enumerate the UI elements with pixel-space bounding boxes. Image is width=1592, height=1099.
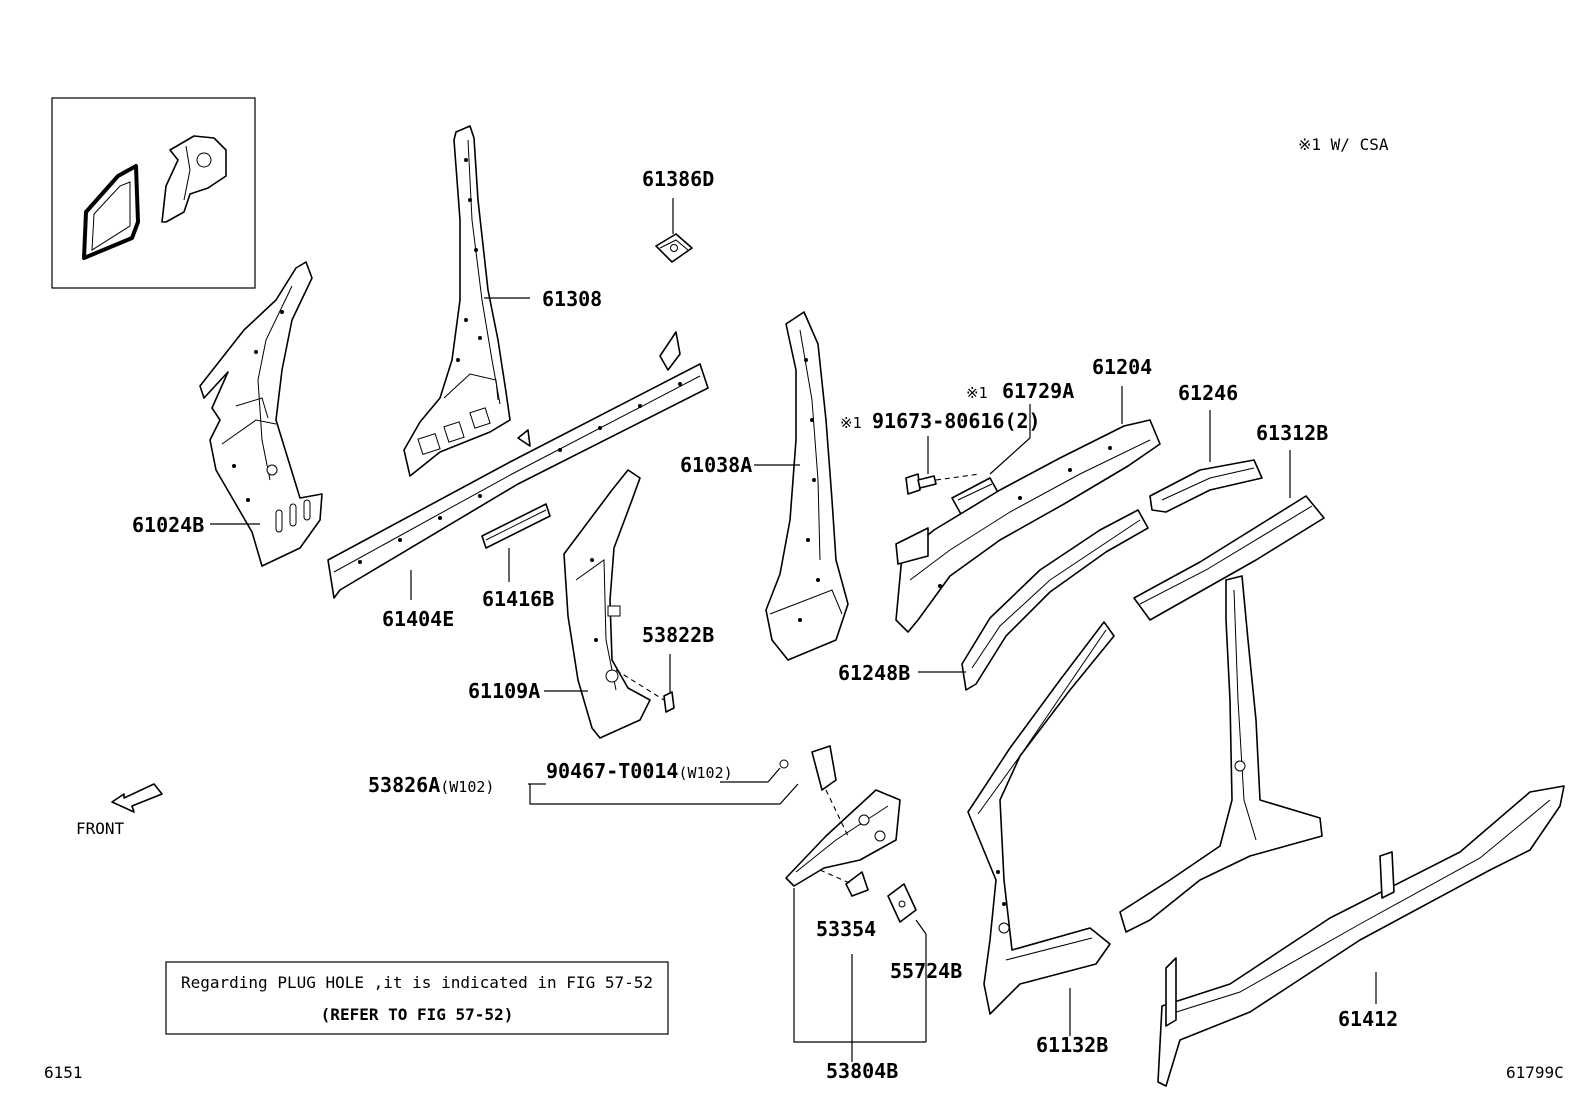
part-53822B[interactable] [615,654,675,713]
part-91673-bolt[interactable] [905,436,981,495]
label-61404E: 61404E [382,607,454,631]
label-61132B: 61132B [1036,1033,1108,1057]
label-53826A: 53826A(W102) [368,773,494,797]
part-61204[interactable] [895,386,1161,633]
label-53826A-suffix: (W102) [440,778,494,796]
label-90467-number: 90467-T0014 [546,759,678,783]
part-61132B[interactable] [967,621,1115,1036]
label-53826A-number: 53826A [368,773,440,797]
label-61412: 61412 [1338,1007,1398,1031]
front-arrow-icon [111,783,163,813]
front-label: FRONT [76,819,125,838]
plug-hole-note: Regarding PLUG HOLE ,it is indicated in … [165,961,669,1035]
label-91673: 91673-80616(2) [872,409,1041,433]
part-53804B-assembly[interactable] [779,745,901,887]
leader-53804B-group [793,888,926,1062]
footer-right-code: 61799C [1506,1063,1564,1082]
part-center-pillar-outer [1119,575,1323,933]
label-53354: 53354 [816,917,876,941]
label-61312B: 61312B [1256,421,1328,445]
part-61416B[interactable] [481,503,551,582]
label-61248B: 61248B [838,661,910,685]
label-61308: 61308 [542,287,602,311]
part-61246[interactable] [1149,410,1263,513]
label-61386D: 61386D [642,167,714,191]
label-53822B: 53822B [642,623,714,647]
label-53804B: 53804B [826,1059,898,1083]
part-61038A[interactable] [754,311,849,661]
leader-53826A-group [528,767,799,805]
csa-legend: ※1 W/ CSA [1298,135,1389,154]
part-61109A[interactable] [544,469,651,739]
label-55724B: 55724B [890,959,962,983]
part-61248B[interactable] [918,509,1149,691]
footer-left-code: 6151 [44,1063,83,1082]
label-61109A: 61109A [468,679,540,703]
label-61729A: 61729A [1002,379,1074,403]
label-61038A: 61038A [680,453,752,477]
part-61312B[interactable] [1133,450,1325,621]
part-61308[interactable] [403,125,530,477]
part-53354[interactable] [819,869,869,897]
label-61024B: 61024B [132,513,204,537]
label-61246: 61246 [1178,381,1238,405]
csa-mark-91673: ※1 [840,414,862,432]
part-61024B[interactable] [199,261,323,567]
label-61416B: 61416B [482,587,554,611]
label-61204: 61204 [1092,355,1152,379]
part-61404E[interactable] [327,331,709,600]
csa-mark-61729A: ※1 [966,384,988,402]
plug-hole-note-line2: (REFER TO FIG 57-52) [321,1005,514,1024]
label-90467-suffix: (W102) [678,764,732,782]
plug-hole-note-line1: Regarding PLUG HOLE ,it is indicated in … [181,973,653,992]
part-61386D[interactable] [655,198,693,263]
label-91673-number: 91673-80616 [872,409,1004,433]
locator-inset [51,97,256,289]
part-61412[interactable] [1157,785,1565,1087]
part-55724B[interactable] [887,883,927,1042]
label-91673-qty: (2) [1004,409,1040,433]
label-90467: 90467-T0014(W102) [546,759,733,783]
